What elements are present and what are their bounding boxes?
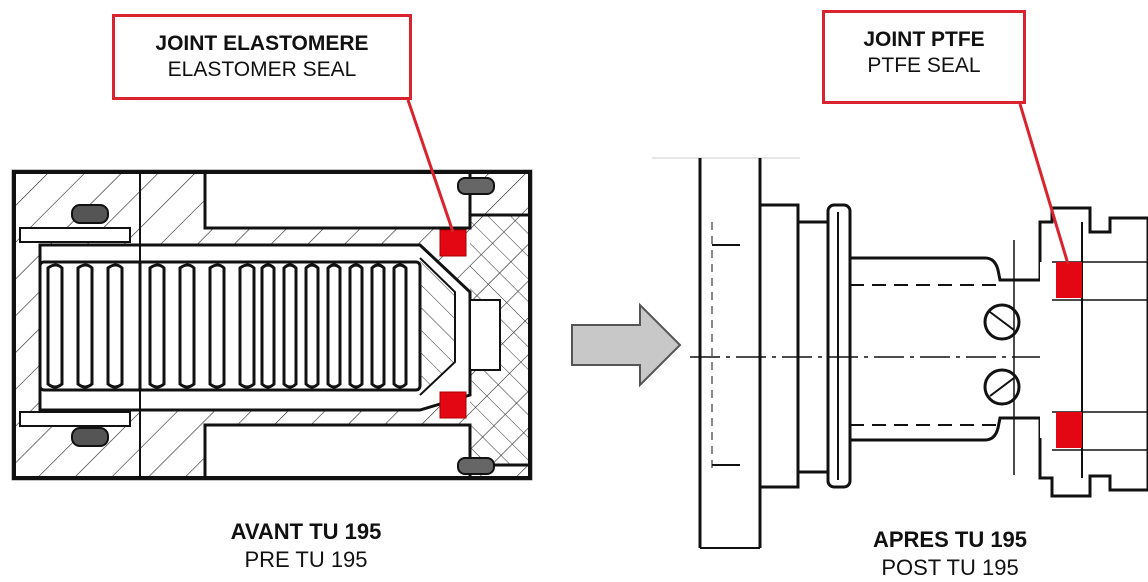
callout-title-fr: JOINT PTFE xyxy=(863,28,985,51)
caption-pre-en: PRE TU 195 xyxy=(244,547,368,572)
callout-ptfe-seal: JOINT PTFE PTFE SEAL xyxy=(822,10,1026,104)
callout-leader-right xyxy=(1018,103,1070,265)
elastomer-seal-upper xyxy=(439,229,467,257)
callout-elastomer-seal: JOINT ELASTOMERE ELASTOMER SEAL xyxy=(112,14,412,100)
caption-pre-fr: AVANT TU 195 xyxy=(230,519,382,544)
caption-post: APRES TU 195 POST TU 195 xyxy=(840,526,1060,582)
caption-post-fr: APRES TU 195 xyxy=(872,527,1028,552)
ptfe-seal-lower xyxy=(1056,412,1082,448)
ptfe-seal-upper xyxy=(1056,262,1082,298)
right-arrow-icon xyxy=(571,302,682,388)
valve-drawing-pre xyxy=(11,99,533,481)
caption-pre: AVANT TU 195 PRE TU 195 xyxy=(196,518,416,574)
callout-title-en: PTFE SEAL xyxy=(867,54,981,77)
elastomer-seal-lower xyxy=(439,391,467,419)
valve-drawing-post xyxy=(652,157,1148,549)
callout-title-en: ELASTOMER SEAL xyxy=(167,58,357,81)
callout-leader-left xyxy=(406,99,455,233)
callout-title-fr: JOINT ELASTOMERE xyxy=(155,32,369,55)
caption-post-en: POST TU 195 xyxy=(881,555,1019,580)
